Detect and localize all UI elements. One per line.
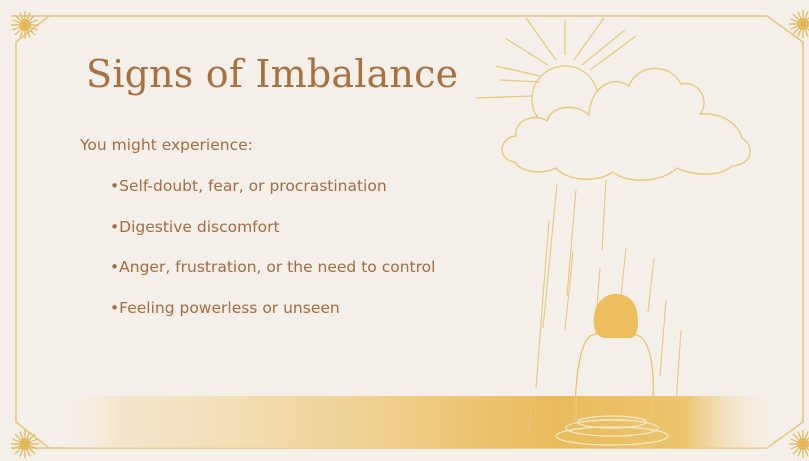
slide-intro: You might experience: [80,136,253,154]
corner-star-icon [10,429,40,459]
corner-star-icon [788,429,809,459]
sun-icon [475,17,637,133]
person-figure-icon [555,294,669,446]
list-item: •Self-doubt, fear, or procrastination [110,177,387,195]
list-item: •Feeling powerless or unseen [110,298,340,317]
list-item: •Anger, frustration, or the need to cont… [110,258,436,276]
corner-star-icon [10,10,40,40]
bullet-list: •Self-doubt, fear, or procrastination •D… [110,175,435,337]
list-item: •Digestive discomfort [110,217,280,236]
ground-band [60,396,770,448]
slide-title: Signs of Imbalance [86,52,459,96]
cloud-icon [501,67,751,181]
